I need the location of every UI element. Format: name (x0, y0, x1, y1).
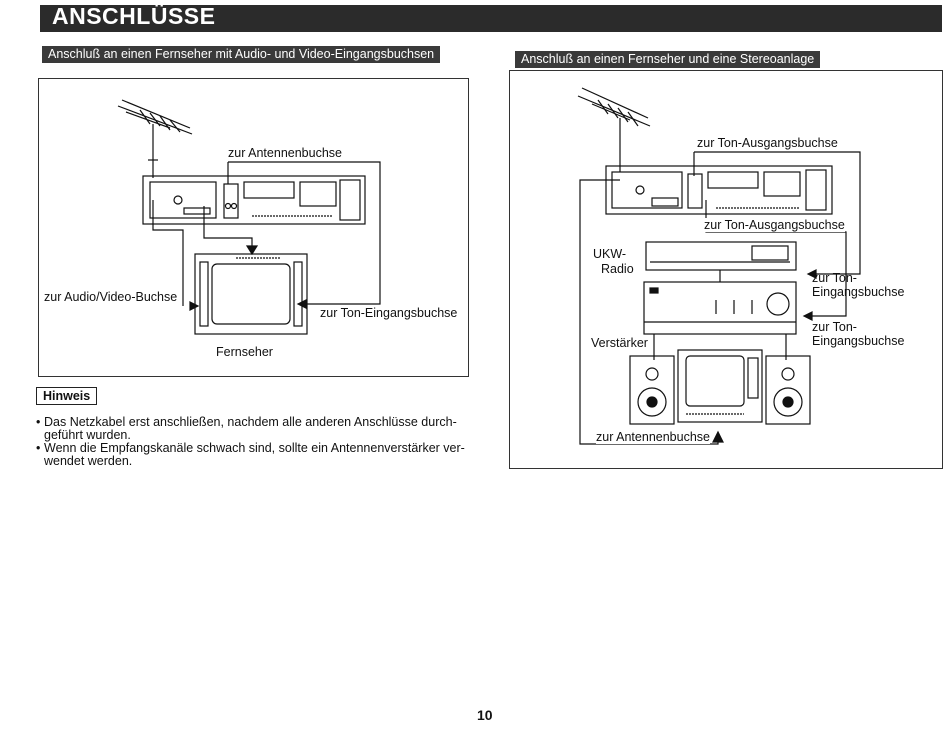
label-audio-out-bottom: zur Ton-Ausgangsbuchse (704, 218, 845, 232)
label-audio-in-1a: zur Ton- (812, 271, 857, 285)
right-vcr-icon (605, 165, 833, 215)
right-tv-icon (677, 349, 763, 423)
label-audio-in-left: zur Ton-Eingangsbuchse (320, 306, 458, 320)
label-audio-in-2b: Eingangsbuchse (812, 334, 905, 348)
right-antenna-icon (577, 87, 651, 172)
amplifier-icon (643, 281, 797, 335)
label-antenna-left: zur Antennenbuchse (228, 146, 342, 160)
label-audio-in-2a: zur Ton- (812, 320, 857, 334)
page-title: ANSCHLÜSSE (52, 3, 216, 29)
label-amplifier: Verstärker (591, 336, 648, 350)
left-section-heading: Anschluß an einen Fernseher mit Audio- u… (42, 46, 441, 63)
left-vcr-icon (142, 175, 366, 225)
right-section-heading: Anschluß an einen Fernseher und eine Ste… (515, 51, 821, 68)
page-number: 10 (477, 707, 493, 723)
label-tv: Fernseher (216, 345, 273, 359)
radio-tuner-icon (645, 241, 797, 271)
right-speaker-icon (765, 355, 811, 425)
left-speaker-icon (629, 355, 675, 425)
note-item: Wenn die Empfangskanäle schwach sind, so… (36, 442, 466, 468)
header-bar (40, 5, 942, 32)
label-radio-2: Radio (601, 262, 634, 276)
notes-list: Das Netzkabel erst anschließen, nachdem … (36, 416, 466, 468)
hinweis-heading: Hinweis (36, 387, 98, 405)
note-item: Das Netzkabel erst anschließen, nachdem … (36, 416, 466, 442)
left-tv-icon (194, 253, 308, 335)
label-av-socket: zur Audio/Video-Buchse (44, 290, 178, 304)
label-audio-out-top: zur Ton-Ausgangsbuchse (697, 136, 838, 150)
left-antenna-icon (117, 99, 193, 178)
left-diagram-panel (38, 78, 469, 377)
label-antenna-right: zur Antennenbuchse (596, 430, 710, 444)
label-radio-1: UKW- (593, 247, 627, 261)
label-audio-in-1b: Eingangsbuchse (812, 285, 905, 299)
